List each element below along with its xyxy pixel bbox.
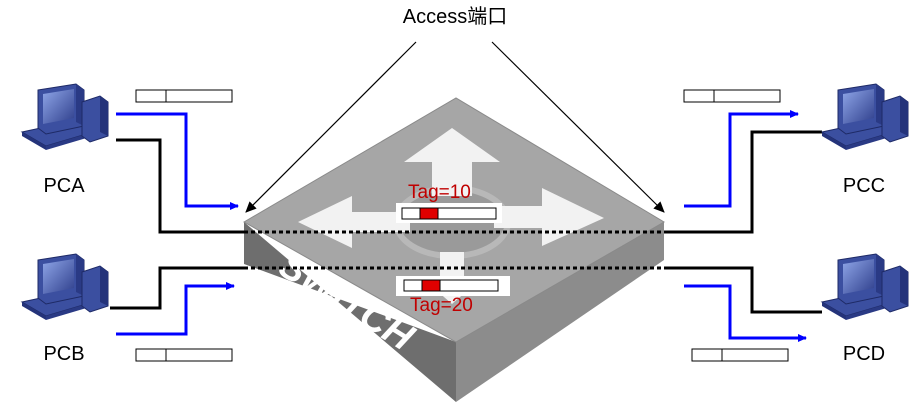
tagged-frame-upper <box>396 203 502 223</box>
frame-pca <box>135 89 233 103</box>
switch-device: SWITCH <box>242 97 665 402</box>
flow-arrow-pcb <box>116 282 235 336</box>
frame-pcd <box>691 348 789 362</box>
link-pca-pcc <box>116 130 822 234</box>
flow-arrow-pcd <box>684 284 807 342</box>
host-pcd: PCD <box>821 253 909 365</box>
pc-icon <box>821 83 909 151</box>
vlan-tag-mark-upper <box>419 207 439 220</box>
host-label-pcd: PCD <box>843 343 885 365</box>
vlan-tag-mark-lower <box>421 279 441 292</box>
title-pointer-right <box>491 41 665 213</box>
pc-icon <box>21 83 109 151</box>
flow-arrow-pcc <box>684 110 799 208</box>
flow-arrow-pca <box>116 112 239 210</box>
tag-label-upper: Tag=10 <box>408 182 471 203</box>
diagram-title: Access端口 <box>403 5 507 28</box>
link-pcb-pcd <box>110 266 822 314</box>
host-pcc: PCC <box>821 83 909 197</box>
tagged-frame-lower <box>396 276 510 296</box>
host-pcb: PCB <box>21 253 109 365</box>
pc-icon <box>21 253 109 321</box>
frame-pcb <box>135 348 233 362</box>
tag-label-lower: Tag=20 <box>410 295 473 316</box>
host-pca: PCA <box>21 83 109 197</box>
frame-pcc <box>683 89 781 103</box>
host-label-pcc: PCC <box>843 175 885 197</box>
title-pointer-left <box>245 41 417 213</box>
host-label-pcb: PCB <box>43 343 84 365</box>
host-label-pca: PCA <box>43 175 85 197</box>
pc-icon <box>821 253 909 321</box>
